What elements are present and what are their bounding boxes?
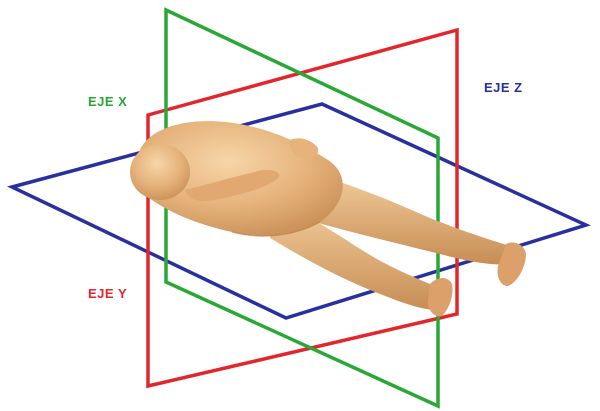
body-head	[130, 144, 190, 200]
body-foot-near	[428, 278, 453, 316]
human-body	[130, 121, 526, 316]
label-eje-z: EJE Z	[484, 80, 523, 95]
label-eje-y: EJE Y	[88, 286, 127, 301]
label-eje-x: EJE X	[88, 94, 127, 109]
